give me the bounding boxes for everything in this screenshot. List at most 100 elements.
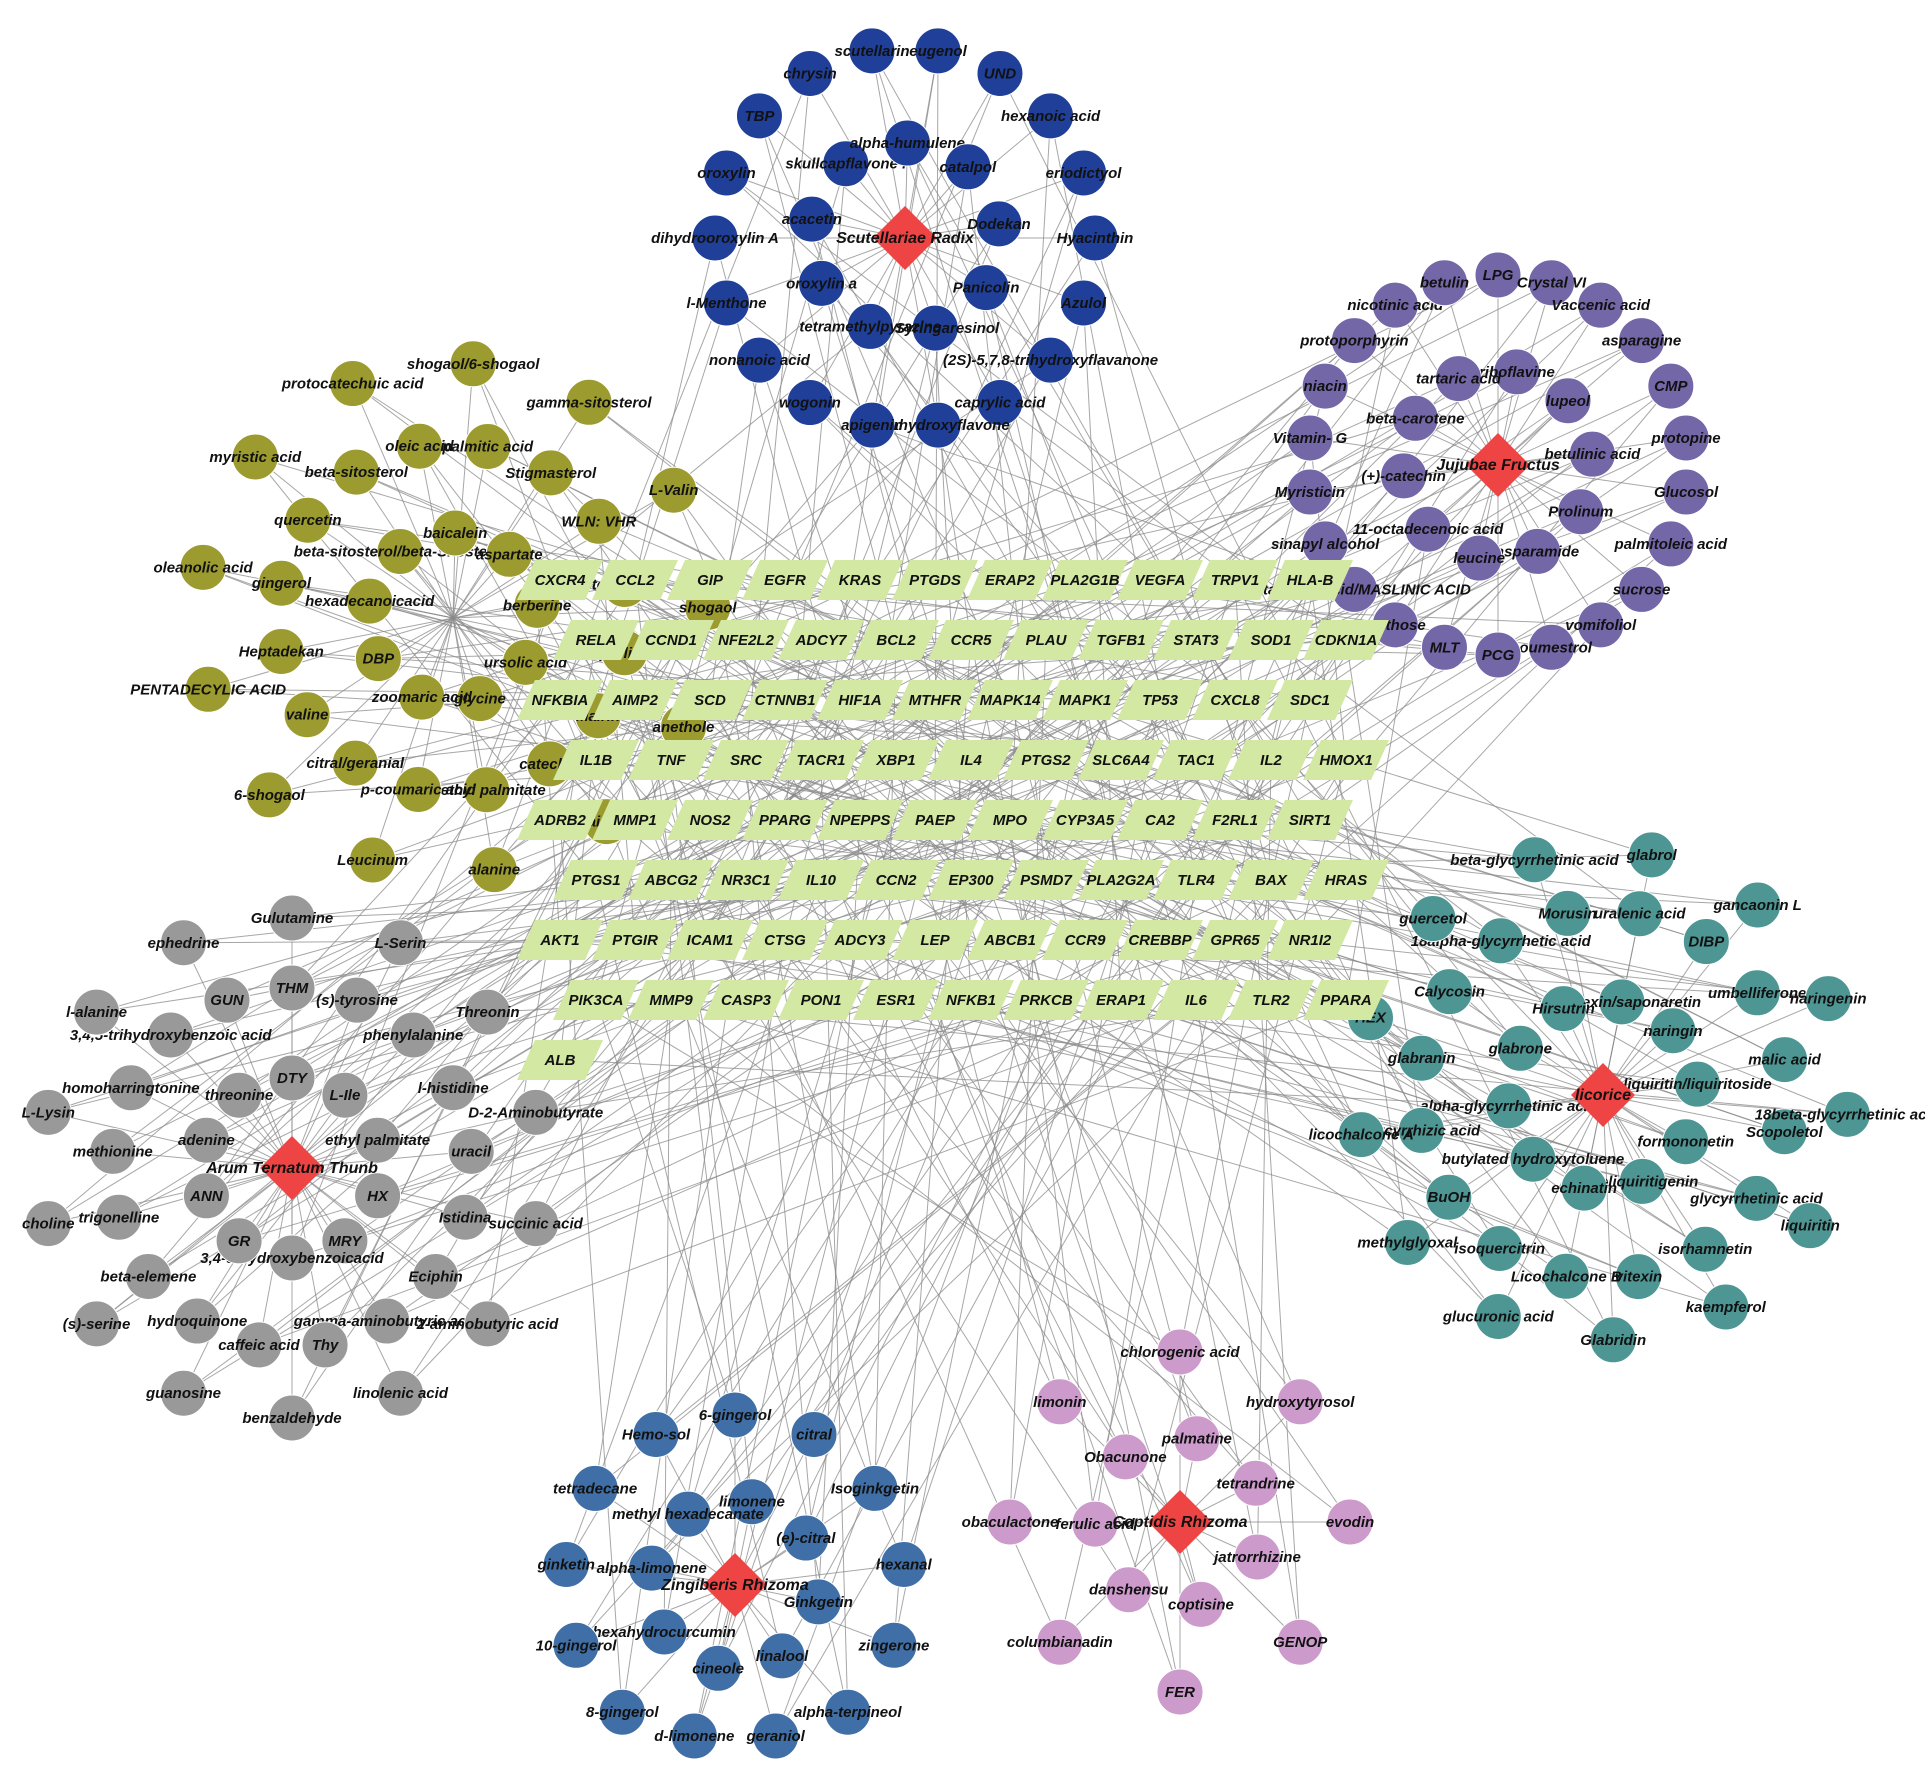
compound-node: beta-sitosterol: [305, 448, 409, 496]
target-node: SOD1: [1228, 620, 1314, 660]
compound-label: citral: [796, 1426, 833, 1443]
target-label: ALB: [544, 1052, 576, 1069]
edge: [670, 999, 1726, 1308]
target-node: IL1B: [553, 740, 639, 780]
target-parallelogram: [517, 800, 603, 840]
compound-node: ethyl palmitate: [325, 1116, 430, 1164]
target-parallelogram: [853, 980, 939, 1020]
compound-node: (+)-Syringaresinol: [871, 304, 1000, 352]
compound-circle: [73, 1300, 121, 1348]
target-node: HIF1A: [817, 680, 903, 720]
compound-label: jatrorrhizine: [1212, 1549, 1301, 1566]
target-node: TLR2: [1228, 980, 1314, 1020]
target-label: ERAP2: [985, 572, 1036, 589]
compound-circle: [1232, 1459, 1280, 1507]
compound-node: Leucinum: [337, 836, 408, 884]
compound-circle: [1286, 468, 1334, 516]
compound-circle: [395, 422, 443, 470]
compound-node: Obacunone: [1084, 1433, 1167, 1481]
herb-diamond: [1466, 433, 1530, 497]
compound-label: riboflavine: [1479, 364, 1555, 381]
edge: [820, 999, 1643, 1182]
compound-label: Threonin: [455, 1004, 519, 1021]
compound-circle: [1426, 968, 1474, 1016]
target-parallelogram: [1303, 860, 1389, 900]
compound-label: zoomaric acid: [371, 689, 473, 706]
edge: [47, 759, 597, 1225]
compound-label: hexanal: [876, 1557, 933, 1574]
target-node: MPO: [967, 800, 1053, 840]
edge: [595, 999, 736, 1416]
edge: [96, 1011, 293, 1169]
target-node: TACR1: [778, 740, 864, 780]
target-parallelogram: [742, 920, 828, 960]
compound-circle: [1540, 985, 1588, 1033]
target-label: CCR5: [951, 632, 992, 649]
compound-label: beta-glycyrrhetinic acid: [1450, 852, 1619, 869]
compound-label: Licochalcone B: [1511, 1268, 1622, 1285]
target-label: PPARA: [1320, 992, 1371, 1009]
edge: [565, 939, 936, 1565]
compound-node: eriodictyol: [1046, 149, 1122, 197]
compound-node: 18beta-glycyrrhetinic acid: [1755, 1090, 1925, 1138]
compound-label: uracil: [451, 1143, 492, 1160]
compound-circle: [794, 1578, 842, 1626]
target-label: TAC1: [1177, 752, 1215, 769]
compound-label: acacetin: [782, 211, 842, 228]
compound-circle: [1383, 1218, 1431, 1266]
compound-circle: [962, 264, 1010, 312]
compound-label: 11-octadecenoic acid: [1353, 521, 1504, 538]
target-label: IL2: [1260, 752, 1282, 769]
target-node: PTGIR: [592, 920, 678, 960]
target-parallelogram: [1003, 860, 1089, 900]
edge: [291, 699, 561, 989]
target-parallelogram: [1117, 680, 1203, 720]
compound-node: isorhamnetin: [1658, 1225, 1752, 1273]
compound-circle: [851, 1464, 899, 1512]
compound-label: methylglyoxal: [1357, 1234, 1458, 1251]
compound-circle: [215, 1217, 263, 1265]
compound-node: alpha-glycyrrhetinic acid: [1420, 1082, 1598, 1130]
target-label: GPR65: [1210, 932, 1260, 949]
target-parallelogram: [517, 680, 603, 720]
compound-node: vomifoliol: [1565, 601, 1637, 649]
target-node: CASP3: [703, 980, 789, 1020]
target-label: CCND1: [645, 632, 697, 649]
compound-node: WLN: VHR: [561, 497, 637, 545]
compound-label: beta-sitosterol: [305, 464, 409, 481]
compound-label: zingerone: [858, 1637, 930, 1654]
compound-circle: [1105, 1566, 1153, 1614]
compound-label: columbianadin: [1007, 1634, 1113, 1651]
edge: [1497, 304, 1602, 466]
compound-node: jatrorrhizine: [1212, 1533, 1301, 1581]
compound-label: benzaldehyde: [242, 1410, 341, 1427]
compound-node: tartaric acid: [1416, 355, 1502, 403]
target-label: ADRB2: [533, 812, 586, 829]
target-parallelogram: [1117, 800, 1203, 840]
target-label: NFKB1: [946, 992, 996, 1009]
edge: [999, 402, 1236, 581]
target-parallelogram: [1267, 920, 1353, 960]
compound-circle: [147, 1011, 195, 1059]
target-node: ERAP2: [967, 560, 1053, 600]
compound-node: glabranin: [1387, 1034, 1455, 1082]
compound-node: Ginkgetin: [784, 1578, 853, 1626]
compound-circle: [914, 401, 962, 449]
target-node: RELA: [553, 620, 639, 660]
compound-circle: [1513, 527, 1561, 575]
compound-label: Obacunone: [1084, 1449, 1167, 1466]
compound-node: 6-gingerol: [699, 1391, 772, 1439]
compound-node: (+)-catechin: [1361, 452, 1446, 500]
target-node: NR1I2: [1267, 920, 1353, 960]
compound-circle: [1761, 1036, 1809, 1084]
compound-label: ginketin: [536, 1557, 595, 1574]
compound-circle: [552, 1621, 600, 1669]
compound-label: linalool: [756, 1648, 809, 1665]
target-label: CCN2: [876, 872, 917, 889]
compound-circle: [691, 214, 739, 262]
compound-label: L-Valin: [649, 482, 698, 499]
edge: [183, 699, 1311, 1394]
compound-node: palmitic acid: [441, 422, 534, 470]
compound-node: Hirsutrin: [1532, 985, 1595, 1033]
compound-label: methionine: [73, 1143, 153, 1160]
